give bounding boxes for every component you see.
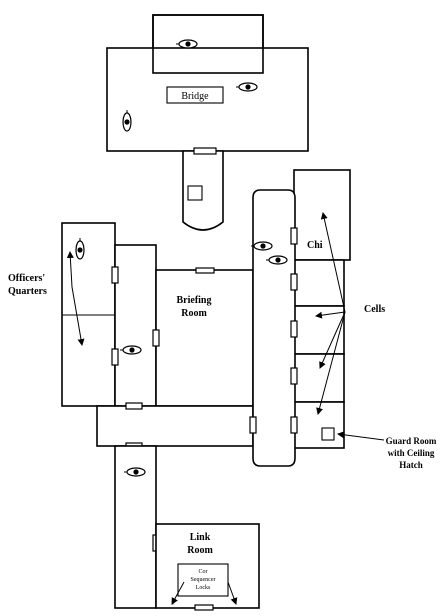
- cells-arrow-chi: [320, 212, 346, 313]
- officers-label-line2: Quarters: [8, 286, 47, 297]
- ceiling-hatch: [321, 427, 335, 441]
- main-corridor: [252, 189, 296, 467]
- briefing-room: [155, 269, 254, 407]
- link-door-bottom: [194, 604, 214, 611]
- corridor-door-top: [125, 402, 143, 410]
- locks-label-line3: Locks: [196, 585, 211, 591]
- chi-label: Chi: [307, 240, 323, 251]
- guard-door: [290, 416, 298, 434]
- cells-arrow-1: [315, 311, 346, 319]
- bridge-access-corridor: [182, 150, 224, 231]
- lower-corridor: [96, 405, 254, 447]
- guard-label-line3: Hatch: [399, 460, 423, 470]
- officers-arrow-down: [71, 286, 85, 346]
- briefing-label-line2: Room: [181, 308, 207, 319]
- sequencer-locks-box: [177, 563, 229, 597]
- locks-label-line2: Sequencer: [191, 577, 216, 583]
- link-room: [155, 523, 260, 609]
- bridge-label-box: [166, 86, 224, 104]
- lock-mark-left: ^: [172, 603, 175, 608]
- officers-door-1: [111, 266, 119, 284]
- cell-3: [293, 353, 345, 403]
- officers-door-2: [111, 348, 119, 366]
- hatch-square: [187, 185, 203, 201]
- link-label-line1: Link: [190, 532, 211, 543]
- cell-door-1: [290, 273, 298, 291]
- cells-arrow-2: [319, 311, 346, 369]
- bridge-label: Bridge: [181, 91, 209, 102]
- guard-label-line1: Guard Room: [386, 436, 437, 446]
- briefing-label-line1: Briefing: [177, 295, 212, 306]
- bridge-room: [106, 47, 309, 152]
- guard-arrow: [337, 431, 385, 441]
- bridge-upper-outline: [152, 14, 264, 74]
- officers-arrow-up: [66, 251, 74, 288]
- locks-label-line1: Cor: [199, 569, 208, 575]
- link-label-line2: Room: [187, 545, 213, 556]
- cell-door-2: [290, 320, 298, 338]
- officers-annex: [114, 244, 157, 407]
- cell-door-chi: [290, 227, 298, 245]
- officers-label-line1: Officers': [8, 273, 45, 284]
- guard-label-line2: with Ceiling: [388, 448, 435, 458]
- cells-label: Cells: [364, 304, 385, 315]
- locks-arrow-right: [227, 581, 238, 605]
- corridor-junction-door: [249, 416, 257, 434]
- briefing-door-left: [152, 329, 160, 347]
- cells-arrow-3: [316, 311, 346, 415]
- bridge-door: [193, 147, 217, 155]
- cell-1: [293, 259, 345, 307]
- cell-door-3: [290, 367, 298, 385]
- locks-arrow-left: [171, 581, 185, 605]
- briefing-door-top: [195, 267, 215, 274]
